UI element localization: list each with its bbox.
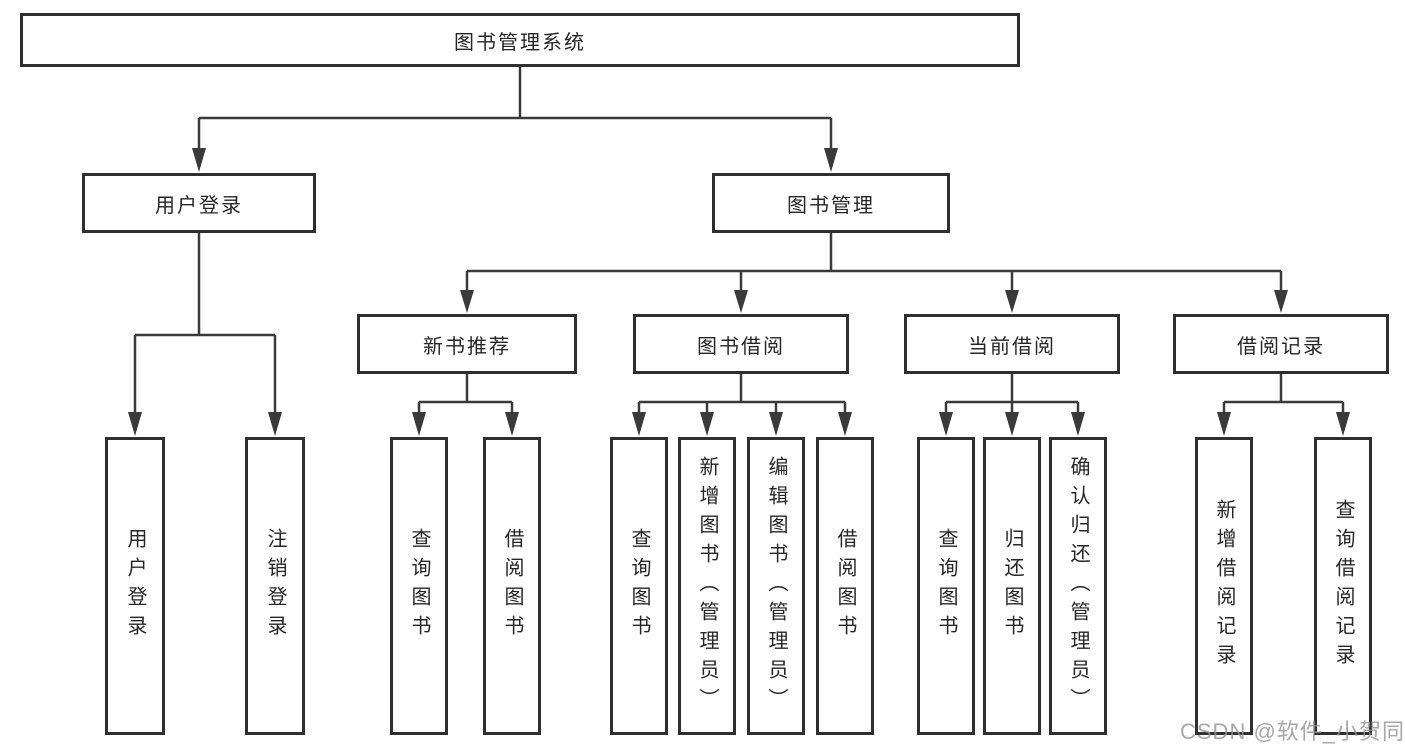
leaf-user-login-label: 用户登录 — [124, 528, 146, 644]
leaf-borrow-books: 借阅图书 — [816, 437, 874, 735]
leaf-user-login: 用户登录 — [105, 437, 165, 735]
leaf-add-borrow-record-label: 新增借阅记录 — [1213, 499, 1235, 673]
csdn-watermark: CSDN @软件_小贺同学 — [1180, 719, 1405, 744]
leaf-add-borrow-record: 新增借阅记录 — [1195, 437, 1253, 735]
leaf-confirm-return-admin: 确认归还（管理员） — [1049, 437, 1107, 735]
leaf-query-borrow-record-label: 查询借阅记录 — [1332, 499, 1354, 673]
leaf-add-books-admin-label: 新增图书（管理员） — [696, 455, 718, 717]
leaf-query-books-current-label: 查询图书 — [935, 528, 957, 644]
leaf-logout: 注销登录 — [245, 437, 305, 735]
leaf-query-books-borrow: 查询图书 — [610, 437, 668, 735]
node-book-borrowing-label: 图书借阅 — [697, 335, 785, 358]
node-user-login: 用户登录 — [82, 173, 316, 233]
leaf-edit-books-admin-label: 编辑图书（管理员） — [765, 455, 787, 717]
leaf-return-books-label: 归还图书 — [1001, 528, 1023, 644]
leaf-confirm-return-admin-label: 确认归还（管理员） — [1067, 455, 1089, 717]
leaf-borrow-books-recommend: 借阅图书 — [483, 437, 541, 735]
node-new-book-recommendation-label: 新书推荐 — [423, 335, 511, 358]
node-current-borrowing: 当前借阅 — [904, 314, 1120, 374]
node-user-login-label: 用户登录 — [155, 194, 243, 217]
leaf-borrow-books-recommend-label: 借阅图书 — [501, 528, 523, 644]
leaf-query-books-recommend-label: 查询图书 — [408, 528, 430, 644]
node-book-management-label: 图书管理 — [787, 194, 875, 217]
node-new-book-recommendation: 新书推荐 — [357, 314, 577, 374]
node-book-borrowing: 图书借阅 — [633, 314, 849, 374]
node-book-management: 图书管理 — [712, 173, 950, 233]
leaf-query-books-recommend: 查询图书 — [390, 437, 448, 735]
node-borrowing-records-label: 借阅记录 — [1237, 335, 1325, 358]
leaf-query-borrow-record: 查询借阅记录 — [1314, 437, 1372, 735]
leaf-edit-books-admin: 编辑图书（管理员） — [747, 437, 805, 735]
node-current-borrowing-label: 当前借阅 — [968, 335, 1056, 358]
node-library-system: 图书管理系统 — [20, 13, 1020, 67]
node-borrowing-records: 借阅记录 — [1173, 314, 1389, 374]
leaf-borrow-books-label: 借阅图书 — [834, 528, 856, 644]
leaf-add-books-admin: 新增图书（管理员） — [678, 437, 736, 735]
leaf-query-books-borrow-label: 查询图书 — [628, 528, 650, 644]
node-library-system-label: 图书管理系统 — [454, 31, 586, 54]
leaf-logout-label: 注销登录 — [264, 528, 286, 644]
leaf-return-books: 归还图书 — [983, 437, 1041, 735]
leaf-query-books-current: 查询图书 — [917, 437, 975, 735]
